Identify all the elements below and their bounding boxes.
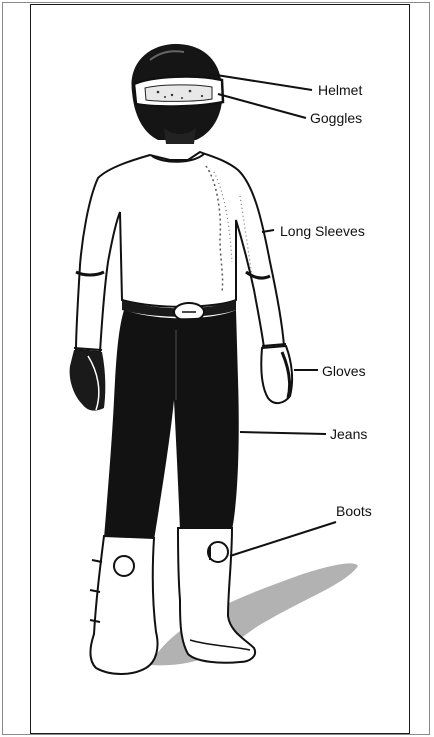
helmet-shape (132, 44, 223, 144)
long-sleeves-label: Long Sleeves (280, 223, 365, 239)
helmet-label: Helmet (318, 82, 362, 98)
goggles-label: Goggles (310, 110, 362, 126)
jeans-leader-line (240, 432, 326, 434)
boots-leader-line (230, 522, 336, 556)
jeans-shape (104, 310, 239, 540)
boots-label: Boots (336, 503, 372, 519)
jeans-label: Jeans (330, 426, 367, 442)
helmet-leader-line (210, 74, 312, 90)
goggles-leader-line (218, 94, 306, 118)
gloves-label: Gloves (322, 363, 366, 379)
